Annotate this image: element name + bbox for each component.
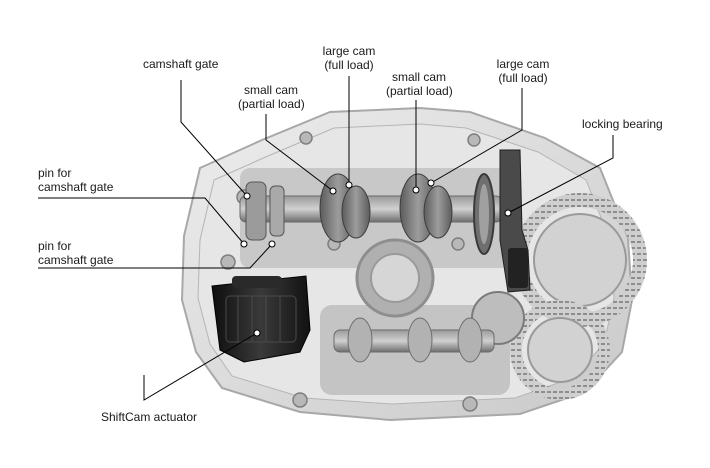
label-shiftcam-actuator: ShiftCam actuator	[101, 410, 198, 424]
label-large-cam-left: large cam (full load)	[322, 44, 376, 72]
marker-small-cam-right	[412, 186, 420, 194]
leader-shiftcam-actuator	[143, 332, 258, 401]
marker-camshaft-gate	[243, 192, 251, 200]
marker-pin-gate-upper	[240, 240, 248, 248]
lower-valve-train	[333, 317, 495, 363]
leader-pin-gate-lower	[38, 243, 273, 269]
label-small-cam-right: small cam (partial load)	[386, 70, 453, 98]
label-camshaft-gate: camshaft gate	[143, 57, 219, 71]
timing-chain-sprocket	[471, 193, 647, 400]
leader-camshaft-gate	[180, 80, 248, 197]
leader-locking-bearing	[507, 135, 614, 214]
label-small-cam-left: small cam (partial load)	[238, 83, 305, 111]
locking-bearing-bracket	[499, 149, 531, 293]
cam-lobes-right	[399, 173, 453, 243]
shiftcam-actuator-body	[211, 275, 311, 363]
marker-large-cam-left	[345, 181, 353, 189]
camshaft-drive-gear	[473, 173, 495, 255]
cam-lobes-left	[319, 173, 371, 243]
marker-small-cam-left	[329, 187, 337, 195]
marker-shiftcam-actuator	[253, 329, 261, 337]
leader-small-cam-left	[265, 114, 334, 192]
leader-large-cam-right	[430, 88, 523, 184]
label-pin-gate-lower: pin for camshaft gate	[38, 239, 114, 267]
marker-pin-gate-lower	[268, 240, 276, 248]
label-large-cam-right: large cam (full load)	[496, 57, 550, 85]
leader-lines	[38, 76, 614, 401]
marker-locking-bearing	[504, 209, 512, 217]
label-locking-bearing: locking bearing	[582, 117, 663, 131]
label-pin-gate-upper: pin for camshaft gate	[38, 166, 114, 194]
marker-large-cam-right	[427, 179, 435, 187]
leader-pin-gate-upper	[38, 197, 245, 245]
callout-markers	[240, 179, 512, 337]
